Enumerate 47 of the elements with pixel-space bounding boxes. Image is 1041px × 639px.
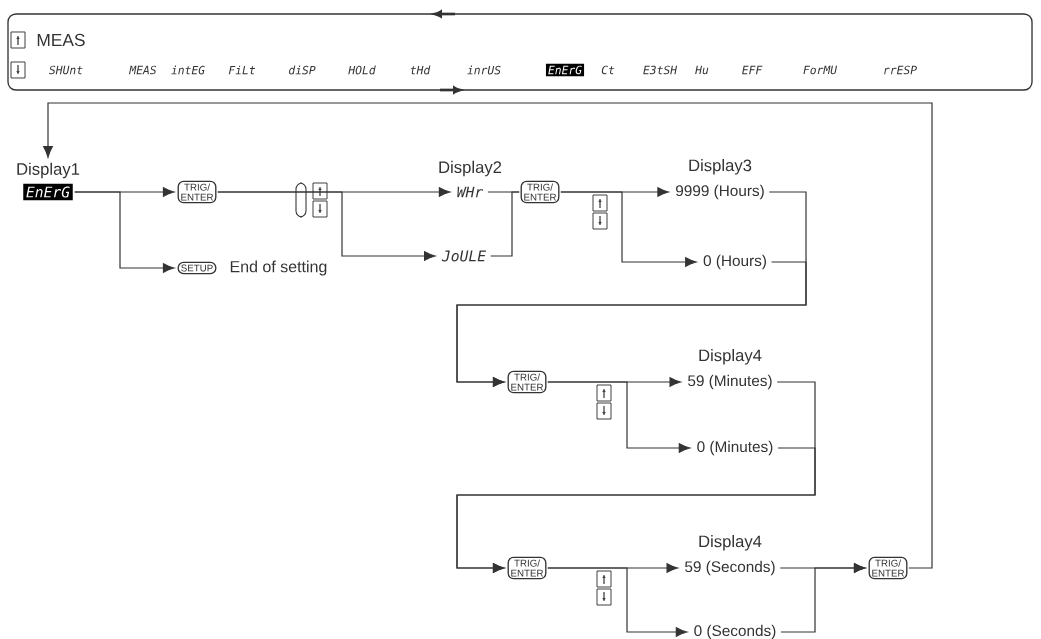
display-value: WHr bbox=[457, 186, 484, 198]
key-button: TRIG/ ENTER bbox=[507, 370, 547, 394]
connector-arrow bbox=[547, 567, 688, 637]
note-text: End of setting bbox=[230, 260, 327, 276]
display-label: Display3 bbox=[689, 159, 752, 175]
key-button: TRIG/ ENTER bbox=[507, 556, 547, 580]
menu-item: E3tSH bbox=[643, 65, 678, 75]
menu-title: MEAS bbox=[37, 33, 85, 47]
display-label: Display4 bbox=[699, 349, 762, 365]
connector-arrow bbox=[456, 447, 816, 573]
menu-item: FiLt bbox=[228, 65, 256, 75]
key-button: SETUP bbox=[177, 261, 217, 275]
display-label: Display1 bbox=[17, 162, 80, 179]
connector-arrow bbox=[560, 191, 697, 267]
display-value: 0 (Hours) bbox=[703, 254, 766, 270]
menu-item: intEG bbox=[171, 65, 205, 75]
display-value: JoULE bbox=[441, 250, 487, 262]
connector-arrow bbox=[456, 261, 807, 387]
display-value: 59 (Minutes) bbox=[688, 374, 772, 390]
connector-arrow bbox=[217, 191, 436, 261]
key-button: TRIG/ ENTER bbox=[868, 556, 908, 580]
display-value: 9999 (Hours) bbox=[676, 184, 764, 200]
menu-box bbox=[7, 13, 1033, 91]
menu-item: MEAS bbox=[129, 65, 157, 75]
menu-item: HOLd bbox=[348, 65, 376, 75]
lcd-display: EnErG bbox=[23, 183, 73, 201]
connector-arrow bbox=[74, 191, 175, 273]
display-value: 0 (Minutes) bbox=[697, 440, 773, 456]
connector-arrow bbox=[43, 102, 933, 569]
menu-item: EFF bbox=[742, 65, 763, 75]
key-button: TRIG/ ENTER bbox=[177, 180, 217, 204]
menu-item: rrESP bbox=[884, 65, 917, 75]
display-value: 0 (Seconds) bbox=[694, 624, 776, 639]
menu-item: diSP bbox=[289, 65, 316, 75]
menu-item: Ct bbox=[601, 65, 615, 75]
menu-item: tHd bbox=[410, 65, 431, 75]
display-label: Display2 bbox=[439, 160, 502, 177]
display-label: Display4 bbox=[699, 535, 762, 551]
connector-arrow bbox=[780, 563, 866, 633]
menu-item: ForMU bbox=[803, 65, 838, 75]
connector-arrow bbox=[547, 381, 691, 453]
menu-item: inrUS bbox=[467, 65, 501, 75]
menu-item: Hu bbox=[695, 65, 709, 75]
key-button: TRIG/ ENTER bbox=[520, 180, 560, 204]
menu-item: EnErG bbox=[545, 63, 585, 77]
display-value: 59 (Seconds) bbox=[685, 560, 775, 576]
menu-item: SHUnt bbox=[49, 65, 83, 75]
